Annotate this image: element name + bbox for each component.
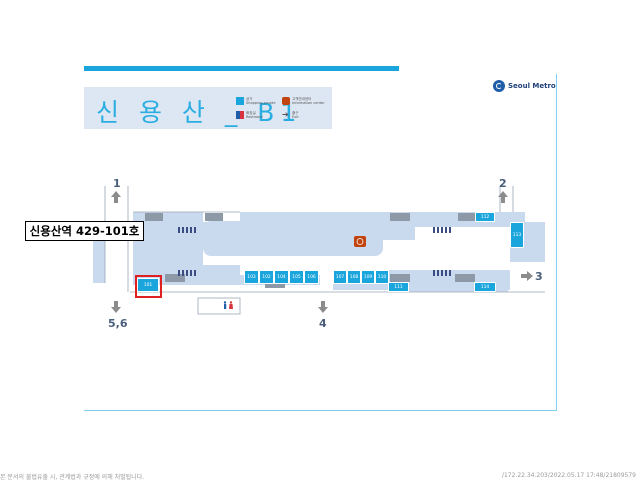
footer-stamp: /172.22.34.203/2022.05.17 17:48/21809579: [501, 472, 636, 479]
shop-102[interactable]: 102: [259, 270, 274, 284]
shop-103[interactable]: 103: [244, 270, 259, 284]
shop-111[interactable]: 111: [388, 282, 409, 292]
exit-3-label: 3: [535, 270, 543, 283]
restroom-icon: [222, 301, 234, 311]
exit-arrow-icon: ➔: [282, 110, 289, 119]
legend-label: 출구: [292, 111, 299, 115]
stairs: [145, 213, 478, 288]
restroom-icon: [236, 111, 244, 119]
legend-label: 상가: [246, 97, 253, 101]
shop-112[interactable]: 112: [475, 212, 495, 222]
info-center-icon: [354, 236, 366, 247]
seoul-metro-icon: [493, 80, 505, 92]
info-center-icon: [282, 97, 290, 105]
map-frame: [84, 74, 557, 411]
shop-104[interactable]: 104: [274, 270, 289, 284]
exit-4-label: 4: [319, 317, 327, 330]
shop-109[interactable]: 109: [361, 270, 375, 284]
selected-unit-highlight: [135, 275, 162, 298]
shop-105[interactable]: 105: [289, 270, 304, 284]
shop-108[interactable]: 108: [347, 270, 361, 284]
info-center-glyph: [356, 238, 364, 245]
seoul-metro-logo: Seoul Metro: [493, 80, 556, 92]
shop-106[interactable]: 106: [304, 270, 319, 284]
concourse-area: [93, 236, 105, 283]
station-title: 신 용 산 _ B1: [96, 98, 303, 127]
legend-label: 고객안내센터: [292, 97, 312, 101]
unit-callout-label: 신용산역 429-101호: [29, 224, 140, 238]
top-accent-bar: [84, 66, 399, 71]
exit-arrow-icon: [111, 191, 533, 313]
exit-1-label: 1: [113, 177, 121, 190]
shop-114[interactable]: 114: [474, 282, 496, 292]
legend-sublabel: Exit: [292, 115, 299, 119]
logo-text: Seoul Metro: [508, 82, 556, 90]
blue-square-icon: [236, 97, 244, 105]
shop-113[interactable]: 113: [510, 222, 524, 248]
ticket-gates: [178, 227, 451, 276]
legend-label: 화장실: [246, 111, 256, 115]
shop-101[interactable]: 101: [137, 278, 159, 292]
shop-110[interactable]: 110: [375, 270, 389, 284]
exit-2-label: 2: [499, 177, 507, 190]
female-icon: [229, 301, 233, 304]
main-hall: [203, 221, 383, 256]
legend-sublabel: Shopping arcade: [246, 101, 276, 105]
unit-callout: 신용산역 429-101호: [25, 221, 144, 241]
legend-sublabel: Restroom: [246, 115, 263, 119]
male-icon: [223, 301, 227, 304]
legend-sublabel: Information center: [292, 101, 325, 105]
exit-5-6-label: 5,6: [108, 317, 128, 330]
shop-107[interactable]: 107: [333, 270, 347, 284]
footer-warning: 본 문서의 불법유출 시, 관계법과 규정에 의해 처벌됩니다.: [0, 474, 145, 481]
